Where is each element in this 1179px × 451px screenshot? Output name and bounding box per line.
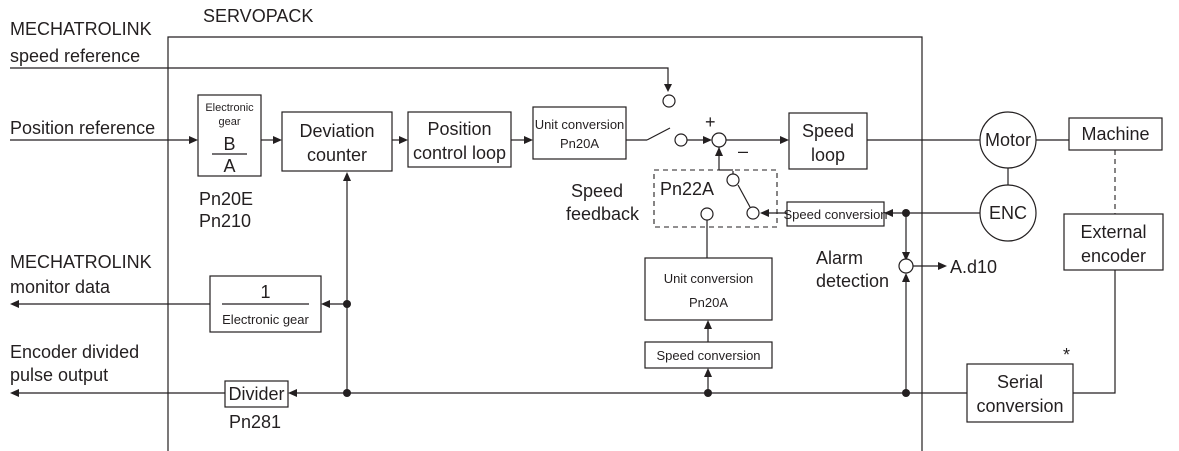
egear-param-2: Pn210 — [199, 211, 251, 231]
unit-conversion-top-block: Unit conversion Pn20A — [532, 106, 627, 160]
svg-text:1: 1 — [260, 282, 270, 302]
svg-text:Speed conversion: Speed conversion — [783, 207, 887, 222]
svg-text:ENC: ENC — [989, 203, 1027, 223]
speed-conversion-right-block: Speed conversion — [783, 201, 888, 227]
motor-symbol: Motor — [979, 111, 1037, 169]
svg-text:Motor: Motor — [985, 130, 1031, 150]
speed-ref-switch-contact — [662, 94, 676, 108]
svg-text:Electronic gear: Electronic gear — [222, 312, 309, 327]
serial-conversion-block: Serial conversion * — [966, 345, 1074, 423]
servopack-title: SERVOPACK — [203, 6, 313, 26]
speed-feedback-line2: feedback — [566, 204, 640, 224]
deviation-counter-block: Deviation counter — [281, 111, 393, 172]
svg-text:control loop: control loop — [413, 143, 506, 163]
pulse-output-line2: pulse output — [10, 365, 108, 385]
svg-text:Divider: Divider — [228, 384, 284, 404]
speed-reference-input: MECHATROLINK speed reference — [10, 19, 676, 108]
svg-text:Speed conversion: Speed conversion — [656, 348, 760, 363]
speed-conversion-low-block: Speed conversion — [644, 341, 773, 369]
svg-text:Unit conversion: Unit conversion — [664, 271, 754, 286]
alarm-detection-junction — [898, 258, 914, 274]
svg-text:Deviation: Deviation — [299, 121, 374, 141]
position-speed-switch — [626, 127, 712, 147]
monitor-data-line2: monitor data — [10, 277, 111, 297]
electronic-gear-block: Electronic gear B A — [197, 94, 262, 177]
svg-text:loop: loop — [811, 145, 845, 165]
speed-loop-block: Speed loop — [788, 112, 868, 170]
svg-text:encoder: encoder — [1081, 246, 1146, 266]
position-control-loop-block: Position control loop — [407, 111, 512, 168]
svg-text:speed reference: speed reference — [10, 46, 140, 66]
svg-text:External: External — [1080, 222, 1146, 242]
external-encoder-block: External encoder — [1063, 213, 1164, 271]
enc-symbol: ENC — [979, 184, 1037, 242]
servopack-boundary — [167, 36, 923, 451]
svg-text:Serial: Serial — [997, 372, 1043, 392]
summing-junction: + – — [705, 112, 789, 161]
svg-text:Unit conversion: Unit conversion — [535, 117, 625, 132]
divider-block: Divider — [224, 380, 289, 408]
svg-text:Pn20A: Pn20A — [560, 136, 599, 151]
serial-asterisk: * — [1063, 345, 1070, 365]
feedback-selector-switch: Pn22A — [653, 147, 778, 258]
alarm-code: A.d10 — [950, 257, 997, 277]
svg-text:Machine: Machine — [1081, 124, 1149, 144]
plus-sign: + — [705, 112, 716, 132]
alarm-label-line2: detection — [816, 271, 889, 291]
svg-text:MECHATROLINK: MECHATROLINK — [10, 19, 152, 39]
svg-text:Speed: Speed — [802, 121, 854, 141]
svg-text:A: A — [223, 156, 235, 176]
svg-text:Pn20A: Pn20A — [689, 295, 728, 310]
monitor-data-line1: MECHATROLINK — [10, 252, 152, 272]
svg-text:gear: gear — [218, 116, 240, 128]
svg-text:counter: counter — [307, 145, 367, 165]
alarm-label-line1: Alarm — [816, 248, 863, 268]
inverse-electronic-gear-block: 1 Electronic gear — [209, 275, 322, 333]
svg-text:conversion: conversion — [976, 396, 1063, 416]
divider-param: Pn281 — [229, 412, 281, 432]
unit-conversion-mid-block: Unit conversion Pn20A — [644, 257, 773, 321]
svg-text:Electronic: Electronic — [205, 102, 254, 114]
minus-sign: – — [738, 141, 748, 161]
machine-block: Machine — [1068, 117, 1163, 151]
pulse-output-line1: Encoder divided — [10, 342, 139, 362]
pn22a-label: Pn22A — [660, 179, 714, 199]
svg-text:Position: Position — [427, 119, 491, 139]
egear-param-1: Pn20E — [199, 189, 253, 209]
svg-text:B: B — [223, 134, 235, 154]
position-reference-label: Position reference — [10, 118, 155, 138]
speed-feedback-line1: Speed — [571, 181, 623, 201]
